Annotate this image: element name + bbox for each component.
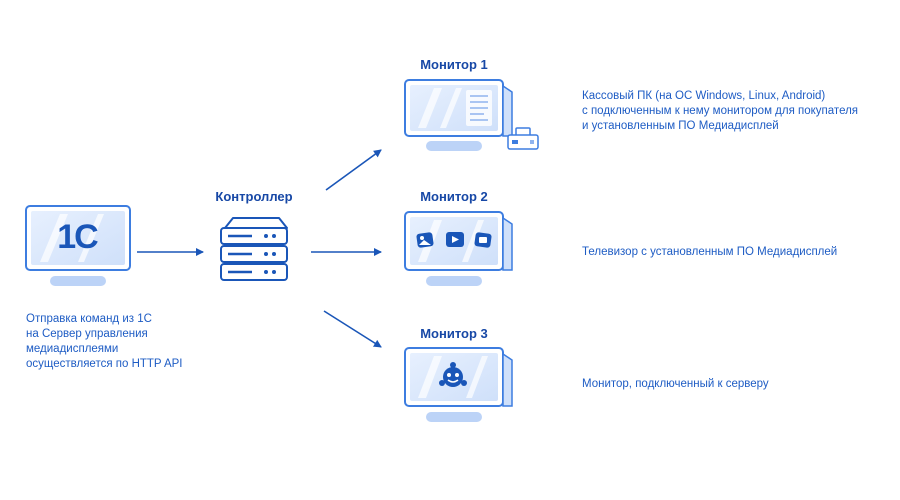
monitor-2-title: Монитор 2: [420, 189, 488, 204]
tv-media-icons: [416, 232, 492, 248]
arrow-controller-to-monitor-3: [323, 310, 382, 348]
server-rack-icon: [220, 217, 288, 281]
1c-logo-text: 1С: [57, 217, 98, 256]
monitor-1-description-line: с подключенным к нему монитором для поку…: [582, 105, 859, 117]
monitor-2-description-line: Телевизор с установленным ПО Медиадиспле…: [582, 246, 838, 258]
monitor-1-description-line: Кассовый ПК (на ОС Windows, Linux, Andro…: [582, 90, 826, 102]
monitor-1-description: Кассовый ПК (на ОС Windows, Linux, Andro…: [582, 89, 858, 134]
arrow-controller-to-monitor-1: [325, 149, 382, 191]
monitor-1-title: Монитор 1: [420, 57, 488, 72]
monitor-3-title: Монитор 3: [420, 326, 488, 341]
pos-terminal-icon: [507, 127, 539, 150]
connection-arrows: [137, 149, 382, 348]
source-caption-line: Отправка команд из 1С: [26, 313, 152, 325]
source-monitor: [25, 205, 131, 286]
monitor-2-device: [404, 211, 513, 286]
1c-logo: 1С: [44, 216, 110, 258]
media-logo-icon: [439, 362, 467, 387]
source-caption-line: осуществляется по HTTP API: [26, 358, 183, 370]
monitor-3-description-line: Монитор, подключенный к серверу: [582, 378, 769, 390]
monitor-1-device: [404, 79, 513, 151]
monitor-1-description-line: и установленным ПО Медиадисплей: [582, 120, 779, 132]
controller-title: Контроллер: [215, 189, 293, 204]
source-caption-line: на Сервер управления: [26, 328, 148, 340]
source-caption: Отправка команд из 1С на Сервер управлен…: [26, 312, 182, 372]
source-caption-line: медиадисплеями: [26, 343, 119, 355]
monitor-2-description: Телевизор с установленным ПО Медиадиспле…: [582, 245, 837, 260]
monitor-3-description: Монитор, подключенный к серверу: [582, 377, 769, 392]
